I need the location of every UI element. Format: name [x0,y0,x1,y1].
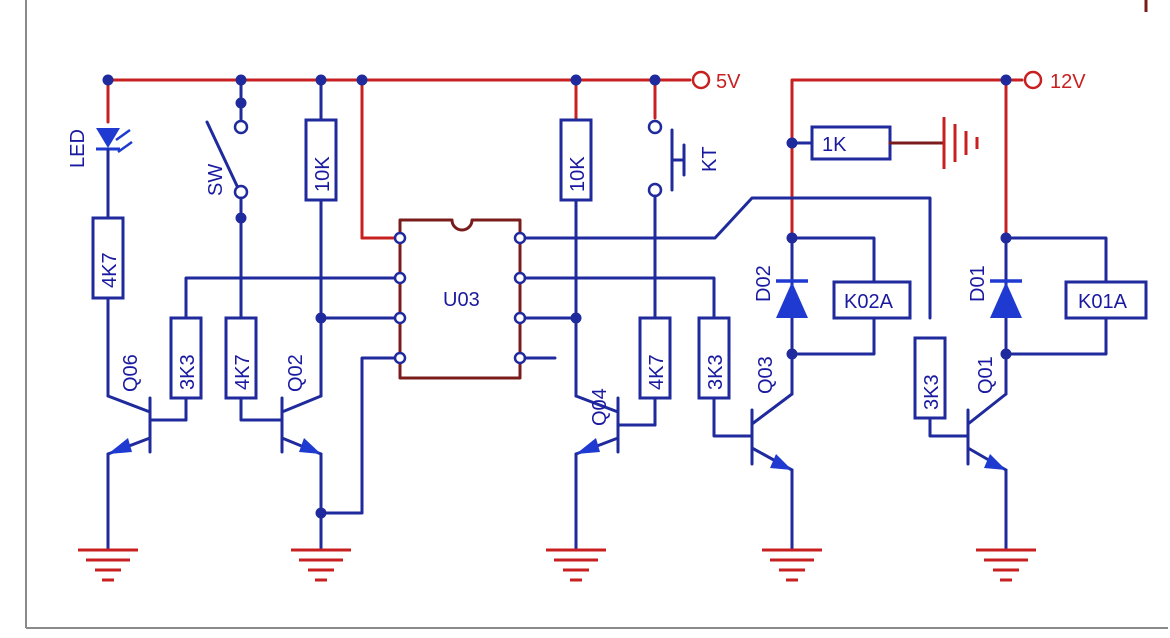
led: LED [67,128,133,168]
label-d02: D02 [753,265,775,302]
label-r-10k-a: 10K [312,156,334,192]
terminal-12v [1023,70,1043,90]
pushbutton-kt: KT [647,119,721,320]
switch-sw: SW [205,97,249,320]
label-12v: 12V [1050,71,1086,93]
resistor-10k-b: 10K [559,118,593,398]
resistor-3k3-q01: 3K3 [913,336,970,438]
resistor-3k3-q06: 3K3 [169,276,402,422]
resistor-4k7-q02: 4K7 [224,316,284,422]
label-r-q04: 4K7 [646,354,668,390]
transistor-q02: Q02 [280,354,323,550]
transistor-q06: Q06 [106,354,188,550]
transistor-q04: Q04 [574,388,657,550]
label-relay-1: K01A [1078,291,1128,313]
ic-u03: U03 [393,218,527,380]
relay-k02a: K02A [790,236,912,356]
resistor-4k7-q04: 4K7 [638,316,672,427]
label-kt: KT [699,146,721,172]
label-relay-2: K02A [844,291,894,313]
label-r-1k: 1K [822,134,847,156]
label-d01: D01 [967,265,989,302]
resistor-4k7-led: 4K7 [91,216,125,300]
relay-k01a: K01A [1004,236,1148,356]
resistor-10k-a: 10K [304,118,402,398]
label-r-q03: 3K3 [705,354,727,390]
transistor-q01: Q01 [966,356,1008,550]
label-r-q02: 4K7 [232,354,254,390]
label-q06: Q06 [120,354,142,392]
label-sw: SW [205,164,227,196]
diode-d02: D02 [753,236,808,396]
label-r-q06: 3K3 [177,354,199,390]
label-q02: Q02 [285,354,307,392]
rail-12v: 12V [790,70,1086,240]
ground-q01 [976,548,1036,582]
label-q01: Q01 [975,356,997,394]
resistor-1k: 1K [790,125,946,161]
label-q04: Q04 [589,388,611,426]
resistor-3k3-q03: 3K3 [697,316,754,438]
label-q03: Q03 [755,356,777,394]
ground-q02 [291,548,351,582]
ground-q06 [78,548,138,582]
label-r-q01: 3K3 [921,374,943,410]
rail-5v: 5V [106,70,741,240]
ground-q04 [546,548,606,582]
ground-symbol-1k [942,117,979,169]
terminal-5v [691,70,711,90]
transistor-q03: Q03 [750,356,794,550]
label-led: LED [67,129,89,168]
label-r-led: 4K7 [99,252,121,288]
frame-border [25,0,1168,629]
diode-d01: D01 [967,234,1022,396]
label-r-10k-b: 10K [567,156,589,192]
label-5v: 5V [716,71,741,93]
ground-q03 [762,548,822,582]
label-u03: U03 [443,289,480,311]
